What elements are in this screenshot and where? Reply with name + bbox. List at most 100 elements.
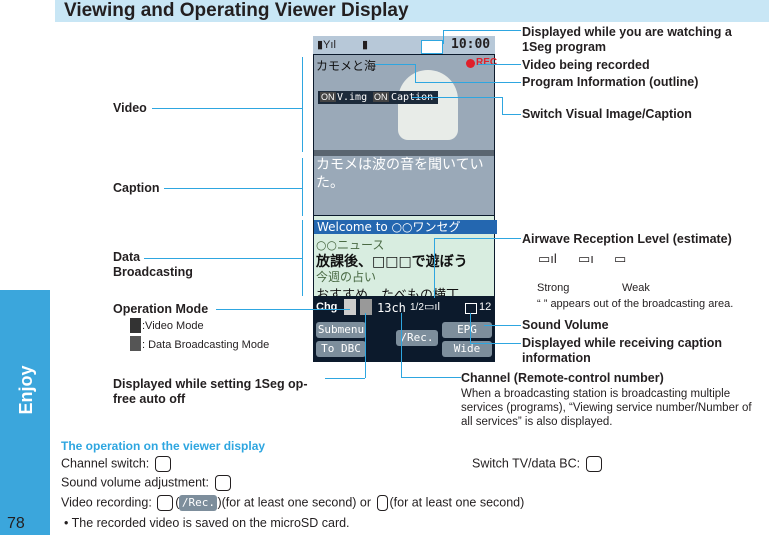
- op-sound-volume: Sound volume adjustment:: [61, 475, 233, 491]
- airwave-strong-icon: ▭ıl: [538, 251, 557, 266]
- side-key-icon: [376, 495, 388, 511]
- data-line-3[interactable]: 放課後、□□□で遊ぼう: [316, 254, 468, 270]
- airwave-note: “ ” appears out of the broadcasting area…: [537, 298, 734, 310]
- leader-switch-h: [502, 114, 521, 115]
- chg-label: Chg: [316, 301, 338, 313]
- callout-caption-info: Displayed while receiving caption inform…: [522, 336, 723, 365]
- info-bar: [314, 298, 494, 318]
- leader-opfree: [325, 378, 365, 379]
- rec-softkey-icon: /Rec.: [179, 495, 218, 512]
- callout-data-broadcasting: Data Broadcasting: [113, 250, 193, 279]
- callout-op-free: Displayed while setting 1Seg op-free aut…: [113, 377, 308, 406]
- leader-volume: [484, 325, 521, 326]
- rec-label: REC: [476, 57, 498, 68]
- video-mode-label: :Video Mode: [142, 320, 204, 332]
- vimg-label: V.img: [337, 92, 368, 103]
- callout-switch-visual: Switch Visual Image/Caption: [522, 107, 692, 121]
- airwave-mid-icon: ▭ı: [578, 251, 594, 266]
- strong-label: Strong: [537, 282, 570, 294]
- caption-on: ON: [373, 92, 389, 102]
- title-bar: [55, 0, 769, 22]
- data-line-2[interactable]: ○○ニュース: [316, 238, 385, 252]
- op-video-rec-label: Video recording:: [61, 495, 152, 510]
- leader-rec: [478, 64, 521, 65]
- section-tab-label: Enjoy: [15, 365, 36, 415]
- bracket-video: [302, 57, 303, 152]
- epg-button[interactable]: EPG: [442, 322, 492, 338]
- data-line-1[interactable]: Welcome to ○○ワンセグ: [314, 220, 497, 234]
- video-mode-icon: [130, 318, 141, 333]
- leader-opmode: [216, 309, 350, 310]
- leader-switch-v: [502, 97, 503, 114]
- data-line-5[interactable]: おすすめ たべもの横丁: [316, 288, 460, 296]
- op-video-rec: Video recording: (/Rec.)(for at least on…: [61, 495, 525, 512]
- channel-number: 13ch: [377, 301, 406, 315]
- leader-airwave: [434, 238, 521, 239]
- data-mode-label: : Data Broadcasting Mode: [142, 339, 270, 351]
- caption-text: カモメは波の音を聞いていた。: [316, 157, 484, 191]
- leader-channel-v: [401, 313, 402, 377]
- leader-video: [152, 108, 302, 109]
- program-name: カモメと海: [316, 59, 377, 73]
- leader-watching: [443, 30, 521, 31]
- bracket-data: [302, 220, 303, 296]
- op-switch-tv: Switch TV/data BC:: [472, 456, 604, 472]
- battery-icon: ▮: [362, 39, 369, 51]
- callout-recording: Video being recorded: [522, 58, 650, 72]
- op-switch-tv-label: Switch TV/data BC:: [472, 456, 581, 471]
- callout-program-info: Program Information (outline): [522, 75, 699, 89]
- bracket-caption: [302, 158, 303, 216]
- op-video-rec-mid: )(for at least one second) or: [217, 495, 372, 510]
- vimg-on: ON: [320, 92, 336, 102]
- section-tab: [0, 290, 50, 535]
- to-dbc-button[interactable]: To DBC: [316, 341, 366, 357]
- op-bullet: • The recorded video is saved on the mic…: [64, 516, 350, 530]
- callout-sound-volume: Sound Volume: [522, 318, 609, 332]
- rec-button[interactable]: /Rec.: [396, 330, 438, 346]
- volume-key-icon: [214, 475, 231, 491]
- operation-mode-icon: [344, 299, 356, 315]
- leader-watching-v: [443, 30, 444, 44]
- wide-button[interactable]: Wide: [442, 341, 492, 357]
- clock: 10:00: [451, 37, 491, 52]
- op-channel-switch-label: Channel switch:: [61, 456, 150, 471]
- callout-airwave: Airwave Reception Level (estimate): [522, 232, 732, 246]
- page-title: Viewing and Operating Viewer Display: [64, 0, 409, 21]
- status-bar: [313, 36, 495, 54]
- data-mode-icon: [130, 336, 141, 351]
- data-line-4[interactable]: 今週の占い: [316, 270, 377, 284]
- callout-channel: Channel (Remote-control number): [461, 371, 664, 385]
- leader-program-h: [415, 82, 521, 83]
- oneseg-watching-icon: [421, 40, 443, 54]
- signal-icon: ▮Yıl: [317, 39, 336, 51]
- leader-data: [144, 258, 302, 259]
- airwave-icon: ▭ıl: [424, 301, 440, 313]
- airwave-weak-icon: ▭: [614, 251, 627, 266]
- leader-opfree-v: [365, 313, 366, 378]
- leader-caption: [470, 343, 521, 344]
- leader-program-v: [415, 64, 416, 82]
- callout-watching: Displayed while you are watching a 1Seg …: [522, 25, 732, 54]
- leader-switch: [412, 97, 502, 98]
- seagull-image: [398, 70, 458, 140]
- mail-key-icon: [585, 456, 602, 472]
- rec-dot-icon: [466, 59, 475, 68]
- leader-airwave-v: [434, 238, 435, 298]
- callout-operation-mode: Operation Mode: [113, 302, 209, 316]
- op-channel-switch: Channel switch:: [61, 456, 173, 472]
- op-sound-volume-label: Sound volume adjustment:: [61, 475, 210, 490]
- op-video-rec-end: (for at least one second): [389, 495, 525, 510]
- leader-program: [375, 64, 415, 65]
- center-key-icon: [157, 495, 174, 511]
- leader-caption-left: [164, 188, 302, 189]
- channel-note: When a broadcasting station is broadcast…: [461, 388, 752, 428]
- leader-caption-v: [470, 313, 471, 343]
- leader-channel: [401, 377, 461, 378]
- submenu-button[interactable]: Submenu: [316, 322, 366, 338]
- operations-heading: The operation on the viewer display: [61, 439, 266, 453]
- callout-caption: Caption: [113, 181, 160, 195]
- callout-video: Video: [113, 101, 147, 115]
- channel-service: 1/2: [410, 302, 424, 313]
- volume-level: 12: [479, 301, 492, 313]
- channel-key-icon: [154, 456, 171, 472]
